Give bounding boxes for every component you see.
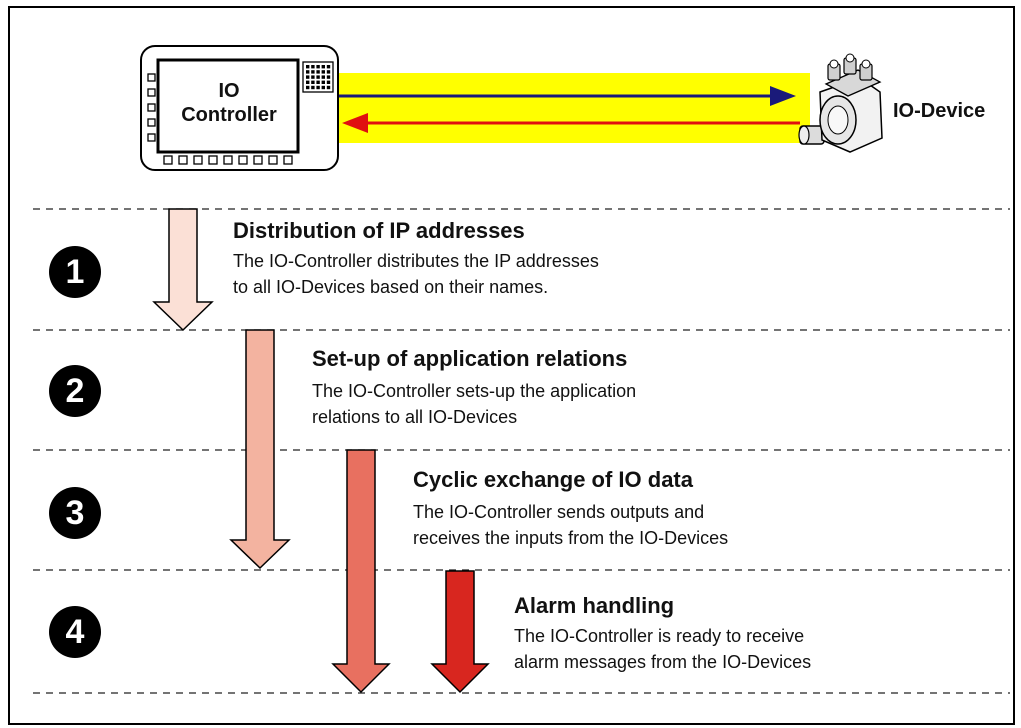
controller-bottom-button xyxy=(283,155,293,165)
controller-bottom-button xyxy=(238,155,248,165)
output-arrow-head xyxy=(770,86,796,106)
plc-controller-icon xyxy=(140,45,339,171)
step2-title: Set-up of application relations xyxy=(312,346,628,371)
controller-keypad-key xyxy=(306,85,310,90)
controller-keypad-key xyxy=(321,75,325,79)
step3-title: Cyclic exchange of IO data xyxy=(413,467,693,492)
input-arrow-head xyxy=(342,113,368,133)
step1-desc-line2: to all IO-Devices based on their names. xyxy=(233,277,549,297)
controller-keypad-key xyxy=(306,75,310,79)
controller-keypad-key xyxy=(321,65,325,69)
encoder-device-icon xyxy=(798,53,883,153)
controller-keypad-key xyxy=(326,65,331,69)
controller-keypad-key xyxy=(306,65,310,69)
controller-keypad-key xyxy=(316,75,320,79)
controller-keypad-key xyxy=(321,80,325,84)
step2-desc-line1: The IO-Controller sets-up the applicatio… xyxy=(312,381,637,401)
controller-keypad-key xyxy=(321,85,325,90)
step4-title: Alarm handling xyxy=(514,593,675,618)
controller-keypad-key xyxy=(326,70,331,74)
controller-keypad-key xyxy=(316,65,320,69)
step2-number-badge: 2 xyxy=(49,365,101,417)
step4-number-badge: 4 xyxy=(49,606,101,658)
step2-arrow xyxy=(229,329,291,570)
controller-label-line1: IO xyxy=(218,80,240,102)
controller-keypad-key xyxy=(311,75,315,79)
controller-keypad-key xyxy=(306,80,310,84)
controller-bottom-button xyxy=(223,155,233,165)
controller-bottom-button xyxy=(268,155,278,165)
step4-desc-line1: The IO-Controller is ready to receive xyxy=(514,626,805,646)
step2-desc-line2: relations to all IO-Devices xyxy=(312,407,518,427)
controller-label-line2: Controller xyxy=(181,104,277,126)
link-band xyxy=(300,73,810,143)
step4-desc-line2: alarm messages from the IO-Devices xyxy=(514,652,812,672)
controller-keypad-key xyxy=(326,75,331,79)
controller-bottom-button xyxy=(163,155,173,165)
step1-number-badge: 1 xyxy=(49,246,101,298)
controller-keypad-key xyxy=(326,85,331,90)
controller-keypad-key xyxy=(311,85,315,90)
controller-keypad-key xyxy=(311,65,315,69)
step3-desc-line2: receives the inputs from the IO-Devices xyxy=(413,528,729,548)
controller-keypad-key xyxy=(316,80,320,84)
controller-keypad-key xyxy=(316,70,320,74)
step3-desc-line1: The IO-Controller sends outputs and xyxy=(413,502,705,522)
controller-keypad-key xyxy=(311,70,315,74)
controller-keypad-key xyxy=(326,80,331,84)
controller-label: IO Controller xyxy=(164,79,294,127)
controller-bottom-button xyxy=(193,155,203,165)
device-label: IO-Device xyxy=(893,100,986,122)
controller-bottom-button xyxy=(178,155,188,165)
controller-keypad-key xyxy=(316,85,320,90)
step3-arrow xyxy=(331,449,391,694)
step3-number-badge: 3 xyxy=(49,487,101,539)
controller-bottom-button xyxy=(253,155,263,165)
step1-title: Distribution of IP addresses xyxy=(233,218,525,243)
controller-keypad-key xyxy=(306,70,310,74)
step1-desc-line1: The IO-Controller distributes the IP add… xyxy=(233,251,599,271)
controller-keypad-key xyxy=(321,70,325,74)
step4-arrow xyxy=(430,570,490,694)
controller-keypad-key xyxy=(311,80,315,84)
controller-bottom-button xyxy=(208,155,218,165)
step1-arrow xyxy=(152,208,214,332)
